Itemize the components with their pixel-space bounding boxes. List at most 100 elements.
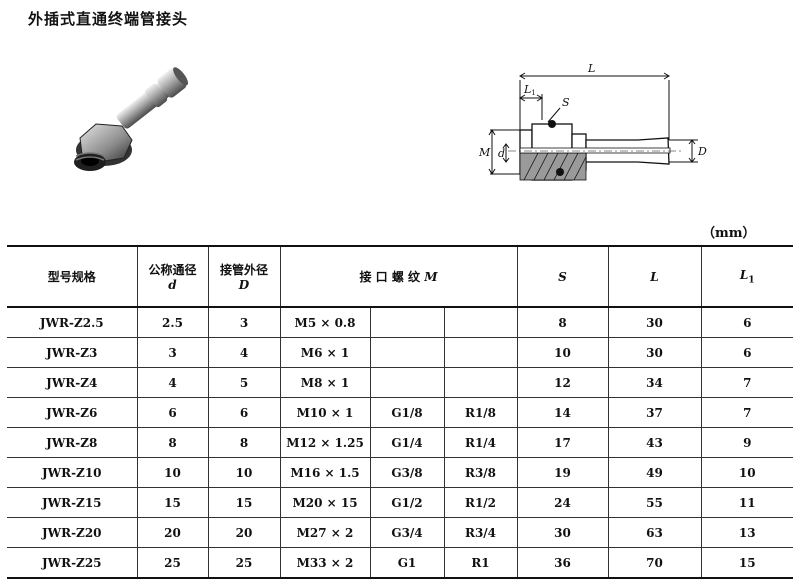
cell-thread-r: R3/8: [443, 457, 518, 488]
label-L: L: [587, 62, 595, 75]
cell-thread-g: [369, 367, 445, 398]
cell-thread-metric: M27 × 2: [279, 517, 371, 548]
cell-S: 17: [516, 427, 609, 458]
cell-S: 19: [516, 457, 609, 488]
cell-thread-r: R1/2: [443, 487, 518, 518]
cell-D: 6: [207, 397, 281, 428]
header-S: S: [516, 245, 609, 308]
dimension-drawing: L L1 S M d D: [478, 62, 707, 181]
table-row: JWR-Z3 3 4 M6 × 1 10 30 6: [7, 337, 793, 368]
table-row: JWR-Z2.5 2.5 3 M5 × 0.8 8 30 6: [7, 307, 793, 338]
table-row: JWR-Z20 20 20 M27 × 2 G3/4 R3/4 30 63 13: [7, 517, 793, 548]
cell-model: JWR-Z25: [7, 547, 138, 579]
table-row: JWR-Z4 4 5 M8 × 1 12 34 7: [7, 367, 793, 398]
page-title: 外插式直通终端管接头: [28, 10, 189, 28]
spec-table: 型号规格 公称通径 d 接管外径 D 接 口 螺 纹 M S L L1 JWR-…: [7, 245, 793, 579]
cell-d: 6: [136, 397, 209, 428]
cell-D: 5: [207, 367, 281, 398]
cell-D: 3: [207, 307, 281, 338]
cell-L: 30: [607, 337, 702, 368]
cell-L1: 6: [700, 337, 793, 368]
cell-thread-metric: M10 × 1: [279, 397, 371, 428]
label-D: D: [697, 145, 707, 158]
cell-thread-r: [443, 337, 518, 368]
cell-L1: 6: [700, 307, 793, 338]
cell-thread-r: [443, 367, 518, 398]
header-L: L: [607, 245, 702, 308]
cell-d: 2.5: [136, 307, 209, 338]
unit-label: （mm）: [702, 226, 756, 241]
cell-d: 8: [136, 427, 209, 458]
cell-thread-r: R1: [443, 547, 518, 579]
cell-thread-r: R1/8: [443, 397, 518, 428]
cell-thread-metric: M8 × 1: [279, 367, 371, 398]
cell-S: 24: [516, 487, 609, 518]
label-S: S: [562, 96, 570, 109]
table-row: JWR-Z8 8 8 M12 × 1.25 G1/4 R1/4 17 43 9: [7, 427, 793, 458]
cell-S: 8: [516, 307, 609, 338]
table-row: JWR-Z6 6 6 M10 × 1 G1/8 R1/8 14 37 7: [7, 397, 793, 428]
cell-d: 25: [136, 547, 209, 579]
cell-L: 55: [607, 487, 702, 518]
cell-model: JWR-Z8: [7, 427, 138, 458]
cell-model: JWR-Z10: [7, 457, 138, 488]
cell-thread-r: R3/4: [443, 517, 518, 548]
cell-model: JWR-Z15: [7, 487, 138, 518]
label-d: d: [498, 147, 505, 160]
cell-d: 4: [136, 367, 209, 398]
cell-thread-metric: M33 × 2: [279, 547, 371, 579]
cell-thread-metric: M12 × 1.25: [279, 427, 371, 458]
fitting-photo: [74, 67, 189, 171]
cell-L: 70: [607, 547, 702, 579]
cell-d: 20: [136, 517, 209, 548]
header-thread: 接 口 螺 纹 M: [279, 245, 518, 308]
header-outer-diameter: 接管外径 D: [207, 245, 281, 308]
cell-S: 12: [516, 367, 609, 398]
table-row: JWR-Z25 25 25 M33 × 2 G1 R1 36 70 15: [7, 547, 793, 579]
cell-model: JWR-Z6: [7, 397, 138, 428]
table-row: JWR-Z15 15 15 M20 × 15 G1/2 R1/2 24 55 1…: [7, 487, 793, 518]
cell-thread-g: G3/4: [369, 517, 445, 548]
cell-D: 8: [207, 427, 281, 458]
cell-L: 63: [607, 517, 702, 548]
cell-d: 15: [136, 487, 209, 518]
cell-thread-g: G3/8: [369, 457, 445, 488]
cell-L1: 7: [700, 367, 793, 398]
table-row: JWR-Z10 10 10 M16 × 1.5 G3/8 R3/8 19 49 …: [7, 457, 793, 488]
cell-thread-g: G1/2: [369, 487, 445, 518]
cell-L1: 15: [700, 547, 793, 579]
cell-thread-g: G1/8: [369, 397, 445, 428]
cell-thread-g: [369, 337, 445, 368]
cell-thread-g: [369, 307, 445, 338]
cell-L: 34: [607, 367, 702, 398]
cell-model: JWR-Z3: [7, 337, 138, 368]
cell-L1: 9: [700, 427, 793, 458]
header-nominal: 公称通径 d: [136, 245, 209, 308]
cell-thread-r: R1/4: [443, 427, 518, 458]
cell-D: 20: [207, 517, 281, 548]
cell-L: 43: [607, 427, 702, 458]
cell-L: 37: [607, 397, 702, 428]
cell-S: 10: [516, 337, 609, 368]
cell-thread-r: [443, 307, 518, 338]
cell-model: JWR-Z20: [7, 517, 138, 548]
header-model: 型号规格: [7, 245, 138, 308]
cell-S: 36: [516, 547, 609, 579]
cell-L: 30: [607, 307, 702, 338]
cell-d: 3: [136, 337, 209, 368]
cell-thread-metric: M16 × 1.5: [279, 457, 371, 488]
cell-d: 10: [136, 457, 209, 488]
header-L1: L1: [700, 245, 793, 308]
label-L1: L1: [523, 83, 536, 97]
cell-D: 4: [207, 337, 281, 368]
cell-D: 25: [207, 547, 281, 579]
cell-thread-g: G1/4: [369, 427, 445, 458]
cell-thread-metric: M5 × 0.8: [279, 307, 371, 338]
cell-thread-metric: M6 × 1: [279, 337, 371, 368]
cell-D: 15: [207, 487, 281, 518]
cell-L1: 7: [700, 397, 793, 428]
cell-model: JWR-Z2.5: [7, 307, 138, 338]
cell-thread-g: G1: [369, 547, 445, 579]
cell-thread-metric: M20 × 15: [279, 487, 371, 518]
cell-L1: 11: [700, 487, 793, 518]
